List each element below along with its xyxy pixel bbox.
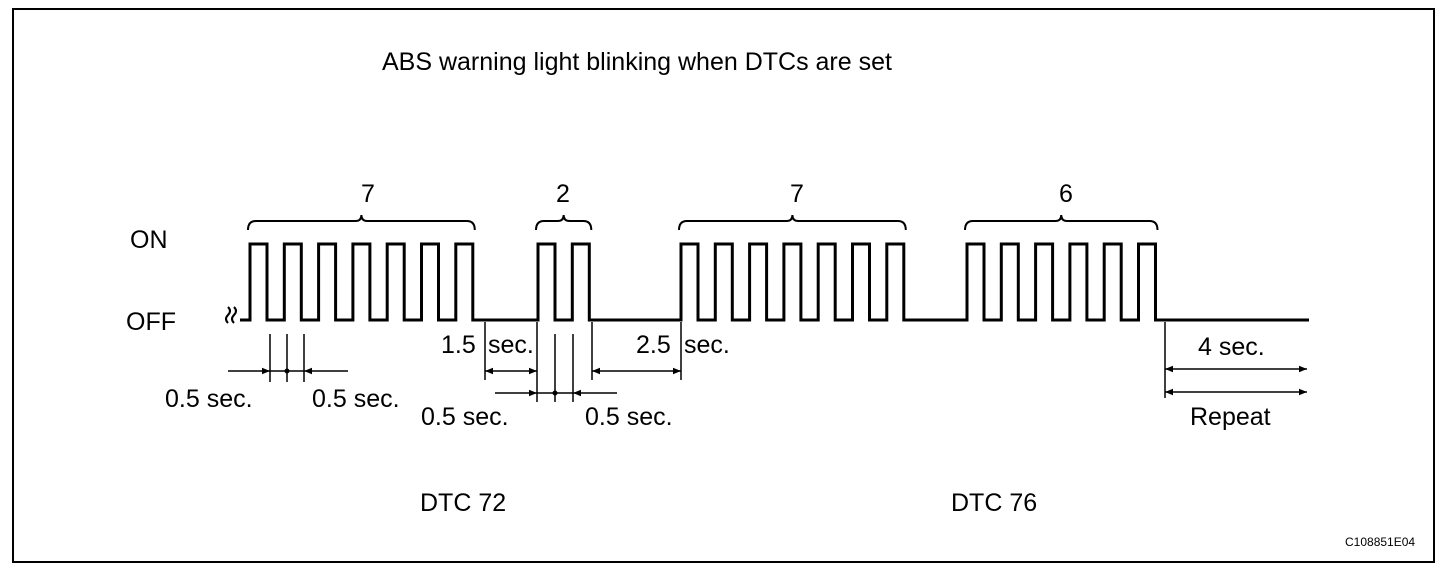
off-state-label: OFF bbox=[126, 308, 176, 336]
on-state-label: ON bbox=[130, 226, 168, 254]
break-mark bbox=[225, 306, 237, 324]
timing-dimensions bbox=[228, 322, 1307, 402]
diagram-title: ABS warning light blinking when DTCs are… bbox=[382, 48, 892, 76]
repeat-gap-label: 4 sec. bbox=[1198, 333, 1265, 361]
pulse-off-duration-label-2: 0.5 sec. bbox=[585, 403, 673, 431]
group-count-label-1: 7 bbox=[361, 180, 375, 208]
group-brace-4 bbox=[964, 214, 1159, 231]
repeat-label: Repeat bbox=[1190, 403, 1271, 431]
code-gap-value: 2.5 bbox=[636, 331, 671, 359]
digit-gap-unit: sec. bbox=[488, 331, 534, 359]
group-count-label-2: 2 bbox=[556, 180, 570, 208]
figure-id: C108851E04 bbox=[1345, 535, 1415, 549]
pulse-off-duration-label: 0.5 sec. bbox=[312, 385, 400, 413]
blink-waveform bbox=[240, 242, 1309, 322]
dimension-dot bbox=[284, 368, 290, 374]
dtc-label-76: DTC 76 bbox=[951, 489, 1037, 517]
group-brace-3 bbox=[678, 214, 907, 231]
diagram-frame bbox=[12, 8, 1435, 563]
group-count-label-4: 6 bbox=[1059, 180, 1073, 208]
digit-gap-value: 1.5 bbox=[441, 331, 476, 359]
dimension-dot bbox=[552, 390, 558, 396]
pulse-on-duration-label: 0.5 sec. bbox=[165, 385, 253, 413]
pulse-on-duration-label-2: 0.5 sec. bbox=[421, 403, 509, 431]
group-brace-1 bbox=[247, 214, 476, 231]
dtc-label-72: DTC 72 bbox=[420, 489, 506, 517]
group-count-label-3: 7 bbox=[790, 180, 804, 208]
group-brace-2 bbox=[535, 214, 593, 231]
code-gap-unit: sec. bbox=[684, 331, 730, 359]
